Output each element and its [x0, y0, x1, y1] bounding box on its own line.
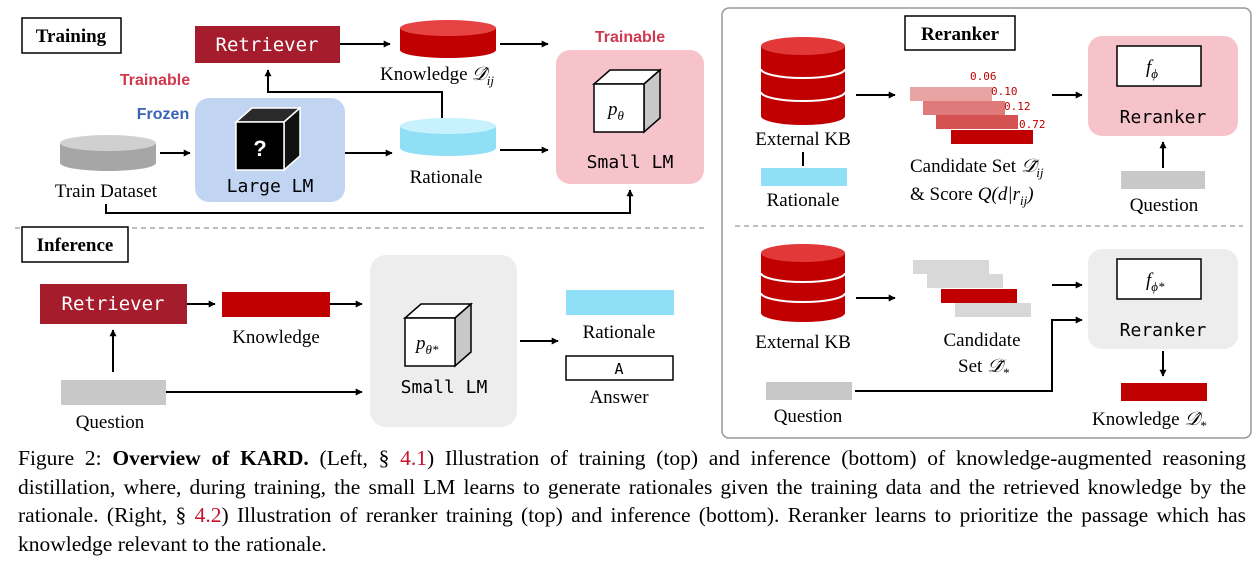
knowledge-label-inference: Knowledge — [232, 327, 320, 348]
score-4: 0.72 — [1019, 118, 1046, 131]
external-kb-label-inference: External KB — [755, 332, 851, 353]
caption-part2: ) Illustration of training (top) and inf… — [18, 446, 1247, 527]
training-label-box — [21, 17, 122, 54]
train-dataset-cylinder — [60, 135, 156, 171]
small-lm-cube-icon-inference — [403, 302, 473, 368]
small-lm-param-training: pθ — [606, 99, 625, 123]
arrow-dataset-to-smalllm — [105, 189, 634, 214]
candidate-bar-2 — [923, 101, 1005, 115]
external-kb-cylinder-training — [760, 37, 846, 125]
small-lm-label-training: Small LM — [587, 152, 674, 173]
external-kb-cylinder-inference — [760, 244, 846, 322]
large-lm-cube-icon: ? — [234, 106, 302, 172]
candidate-line1-inference: Candidate — [943, 330, 1020, 351]
answer-box — [565, 355, 674, 381]
question-mark-glyph: ? — [253, 136, 266, 161]
rationale-label-inference: Rationale — [583, 322, 656, 343]
question-label-reranker-training: Question — [1130, 195, 1199, 216]
small-lm-cube-icon-training — [592, 68, 662, 134]
small-lm-trainable-status: Trainable — [595, 29, 665, 46]
reranker-param-inference: fϕ* — [1146, 270, 1165, 294]
training-label: Training — [36, 26, 107, 47]
question-label-reranker-inference: Question — [774, 406, 843, 427]
caption-ref-2[interactable]: 4.2 — [194, 503, 222, 527]
reranker-label-inference: Reranker — [1120, 320, 1207, 341]
candidate-bar-1 — [910, 87, 992, 101]
retriever-label-training: Retriever — [216, 34, 319, 56]
reranker-training-section: Reranker External KB Rationale 0.06 0.10… — [755, 15, 1238, 216]
caption-fig-label: Figure 2: — [18, 446, 102, 470]
score-2: 0.10 — [991, 85, 1018, 98]
small-lm-label-inference: Small LM — [401, 377, 488, 398]
reranker-label-training: Reranker — [1120, 107, 1207, 128]
answer-label: Answer — [589, 387, 649, 408]
retriever-trainable-status: Trainable — [120, 72, 190, 89]
question-bar-reranker-inference — [766, 382, 852, 400]
reranker-param-box-inference — [1116, 258, 1202, 300]
question-label-inference: Question — [76, 412, 145, 433]
retriever-label-inference: Retriever — [62, 293, 165, 315]
question-bar-inference — [61, 380, 166, 405]
kard-diagram: .lbl { font-family:"Liberation Serif", s… — [15, 7, 1252, 439]
rationale-label-training: Rationale — [410, 167, 483, 188]
external-kb-label-training: External KB — [755, 129, 851, 150]
figure-caption: Figure 2: Overview of KARD. (Left, § 4.1… — [18, 444, 1246, 558]
candidate-set-bars-inference — [913, 260, 1031, 317]
rationale-bar-inference — [566, 290, 674, 315]
rationale-label-reranker: Rationale — [767, 190, 840, 211]
inference-label-box — [21, 226, 129, 263]
small-lm-param-inference: pθ* — [414, 333, 439, 357]
rationale-cylinder — [400, 118, 496, 156]
arrow-rationale-to-retriever — [264, 69, 443, 118]
rationale-bar-reranker — [761, 168, 847, 186]
question-bar-reranker-training — [1121, 171, 1205, 189]
knowledge-cylinder — [400, 20, 496, 58]
caption-part3: ) Illustration of reranker training (top… — [18, 503, 1246, 556]
caption-ref-1[interactable]: 4.1 — [400, 446, 427, 470]
arrow-question-to-reranker-inf — [855, 316, 1083, 392]
frozen-status: Frozen — [137, 106, 189, 123]
reranker-label-box — [904, 15, 1016, 51]
knowledge-bar-reranker — [1121, 383, 1207, 401]
inference-section: Inference Retriever Knowledge Question p… — [21, 226, 674, 433]
caption-title: Overview of KARD. — [112, 446, 309, 470]
score-1: 0.06 — [970, 70, 997, 83]
reranker-param-box-training — [1116, 45, 1202, 87]
knowledge-bar-inference — [222, 292, 330, 317]
reranker-param-training: fϕ — [1146, 57, 1158, 81]
train-dataset-label: Train Dataset — [55, 181, 158, 202]
score-3: 0.12 — [1004, 100, 1031, 113]
inference-label: Inference — [37, 235, 114, 256]
large-lm-label: Large LM — [227, 176, 314, 197]
candidate-bar-4 — [951, 130, 1033, 144]
retriever-box-training — [195, 26, 340, 63]
retriever-box-inference — [40, 284, 187, 324]
candidate-set-bars — [910, 87, 1033, 144]
reranker-section-label: Reranker — [921, 24, 1000, 45]
candidate-bar-3 — [936, 115, 1018, 129]
answer-value: A — [614, 360, 623, 378]
caption-part1: (Left, § — [319, 446, 390, 470]
